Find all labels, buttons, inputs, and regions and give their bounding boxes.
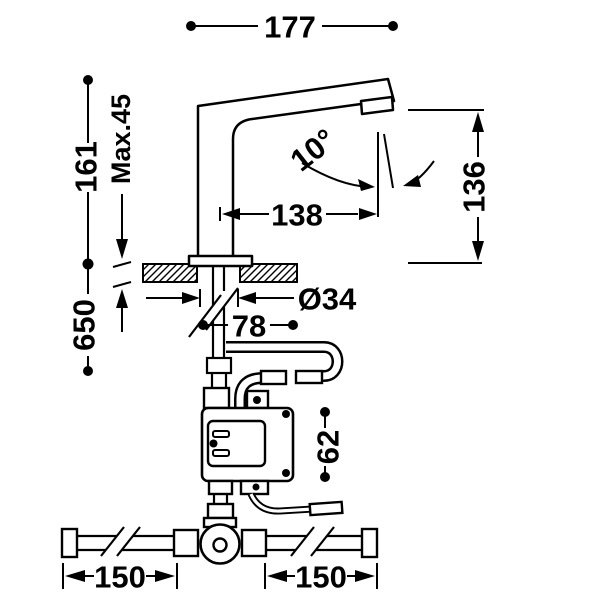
dim-dot bbox=[388, 21, 398, 31]
face-dot bbox=[209, 439, 218, 448]
supply-pipes bbox=[60, 526, 379, 559]
arrow-up bbox=[472, 112, 484, 132]
arrow-left bbox=[267, 570, 287, 582]
valve-arm-right bbox=[240, 528, 268, 558]
dim-tick bbox=[112, 261, 132, 268]
shank-nut bbox=[205, 356, 233, 375]
dim-max-deck-thickness: Max.45 bbox=[106, 94, 136, 332]
cable-line-inner bbox=[249, 493, 314, 513]
box-outlet-fitting bbox=[207, 479, 234, 496]
countertop-left-section bbox=[142, 263, 198, 283]
dim-label-max45: Max.45 bbox=[106, 94, 136, 184]
dim-label-10deg: 10° bbox=[284, 122, 342, 178]
arrow-down bbox=[472, 241, 484, 261]
valve-top-fitting bbox=[206, 502, 235, 520]
dim-pipe-left: 150 bbox=[62, 560, 178, 595]
countertop bbox=[142, 263, 298, 283]
pipe-break-mark bbox=[310, 526, 335, 557]
dim-label-150-left: 150 bbox=[94, 560, 146, 595]
hose-lower-inner bbox=[236, 374, 264, 409]
dim-spout-height: 136 bbox=[408, 109, 492, 264]
dim-dot bbox=[83, 75, 93, 85]
dim-dot bbox=[186, 21, 196, 31]
faucet-base-flange bbox=[187, 254, 254, 268]
dim-dot bbox=[288, 320, 298, 330]
dim-dot bbox=[83, 366, 93, 376]
shank-break-mark bbox=[188, 294, 222, 338]
pipe-break-mark bbox=[100, 526, 125, 557]
dim-label-150-right: 150 bbox=[295, 560, 347, 595]
stream-tilted-line bbox=[383, 133, 394, 189]
arrow-right bbox=[355, 570, 375, 582]
bracket-screw bbox=[253, 396, 261, 404]
pipe-end-cap-right bbox=[360, 527, 379, 559]
faucet-inner-profile bbox=[231, 102, 362, 257]
dim-box-height: 62 bbox=[311, 407, 346, 482]
dim-label-136: 136 bbox=[457, 161, 492, 213]
dim-label-177: 177 bbox=[264, 10, 316, 45]
arrow-arc-left bbox=[358, 179, 375, 191]
hose-connector-right bbox=[294, 369, 324, 385]
dim-pipe-right: 150 bbox=[264, 560, 378, 595]
box-inlet-fitting bbox=[202, 386, 231, 410]
dim-shank-diameter: Ø34 bbox=[146, 282, 357, 317]
dim-label-161: 161 bbox=[69, 141, 104, 193]
dim-label-78: 78 bbox=[232, 309, 266, 344]
control-box bbox=[200, 386, 295, 496]
dim-total-reach: 177 bbox=[186, 10, 398, 45]
face-slot-top bbox=[212, 430, 230, 438]
dim-dot bbox=[320, 407, 330, 417]
dim-hose-drop: 650 bbox=[67, 268, 102, 376]
sensor-cable bbox=[247, 492, 344, 517]
shank-break-mark bbox=[205, 287, 239, 331]
arrow-right bbox=[155, 570, 175, 582]
face-slot-bottom bbox=[212, 449, 230, 457]
arrow-left bbox=[238, 292, 256, 304]
bracket-screw bbox=[252, 483, 260, 491]
faucet-body bbox=[187, 77, 396, 268]
arrow-left bbox=[222, 208, 240, 220]
dim-spout-reach: 138 bbox=[219, 198, 377, 233]
valve-center bbox=[212, 537, 228, 553]
hose-connector-left bbox=[259, 369, 288, 386]
dim-label-138: 138 bbox=[271, 198, 323, 233]
pipe-end-cap-left bbox=[60, 527, 79, 559]
pipe-break-mark bbox=[290, 526, 315, 557]
cable-connector bbox=[308, 500, 344, 517]
arrow-right bbox=[182, 292, 200, 304]
sensor-hoses bbox=[226, 341, 344, 409]
hose-upper-inner bbox=[226, 343, 341, 380]
box-screw-bottom bbox=[282, 469, 290, 477]
tee-valve-assembly bbox=[172, 494, 268, 565]
dim-label-650: 650 bbox=[67, 299, 102, 351]
arrow-down bbox=[116, 239, 128, 259]
dim-label-62: 62 bbox=[311, 430, 346, 464]
faucet-shank bbox=[188, 266, 239, 389]
dim-label-o34: Ø34 bbox=[298, 282, 357, 317]
valve-arm-left bbox=[172, 528, 200, 558]
dim-tick bbox=[112, 281, 132, 288]
arrow-right bbox=[359, 208, 377, 220]
faucet-aerator-nozzle bbox=[359, 95, 395, 116]
arrow-left bbox=[65, 570, 85, 582]
dim-dot bbox=[320, 472, 330, 482]
dim-body-height: 161 bbox=[69, 75, 104, 270]
dim-shank-length: 78 bbox=[198, 309, 298, 344]
arrow-up bbox=[116, 289, 128, 308]
dim-dot bbox=[82, 258, 94, 270]
arrow-arc-right bbox=[403, 175, 421, 187]
pipe-break-mark bbox=[116, 526, 141, 557]
box-screw-top bbox=[282, 410, 290, 418]
dim-dot bbox=[198, 320, 208, 330]
countertop-right-section bbox=[239, 263, 298, 283]
